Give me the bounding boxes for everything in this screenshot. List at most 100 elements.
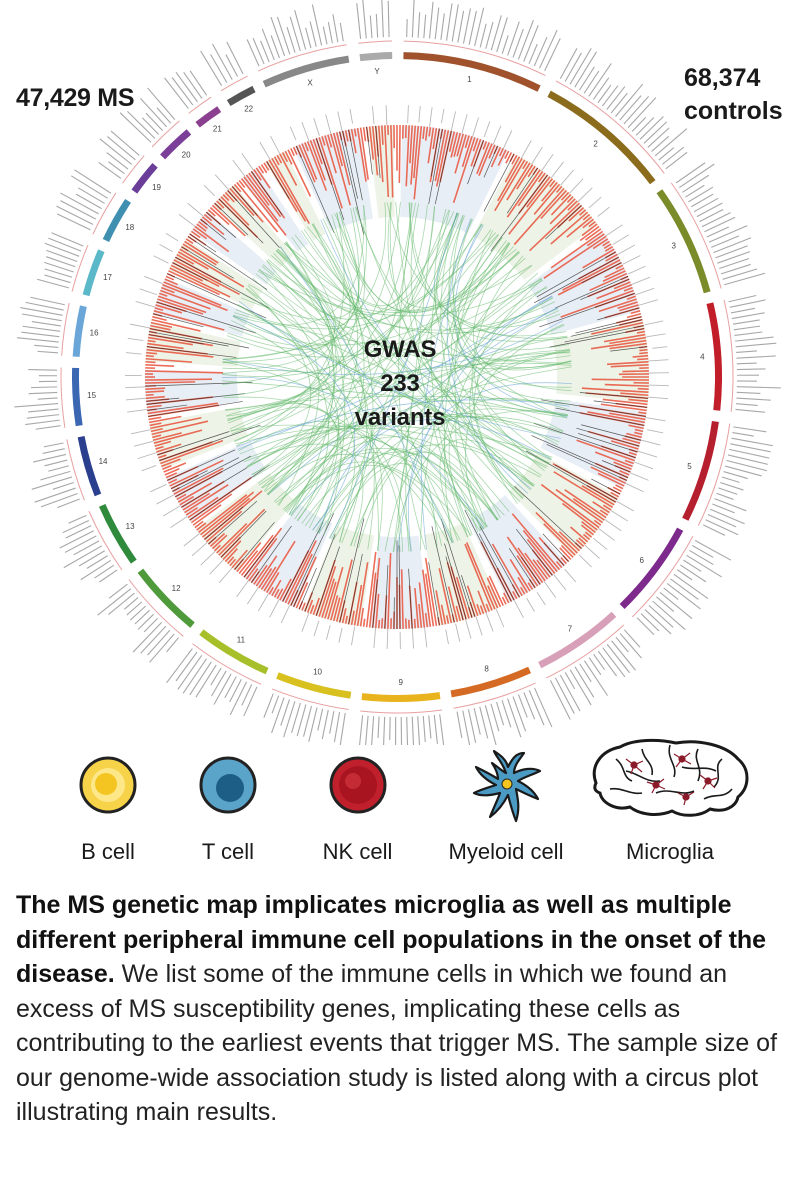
assoc-bar: [519, 586, 526, 595]
gene-bracket: [61, 302, 70, 356]
gene-label-mark: [484, 705, 497, 745]
assoc-bar: [620, 392, 649, 397]
snp-label-mark: [127, 337, 144, 342]
assoc-bar: [380, 618, 384, 629]
chromosome-label: X: [307, 79, 313, 88]
assoc-bar: [327, 134, 333, 148]
interaction-link: [267, 296, 553, 496]
assoc-bar: [506, 169, 541, 218]
assoc-bar: [194, 225, 230, 253]
gene-label-mark: [623, 629, 641, 648]
gene-label-mark: [48, 237, 82, 252]
interaction-link: [444, 349, 571, 532]
gene-label-mark: [126, 601, 143, 616]
gene-label-mark: [46, 256, 76, 268]
gene-label-mark: [261, 28, 275, 61]
gene-label-mark: [422, 715, 426, 743]
assoc-bar: [268, 586, 275, 595]
assoc-bar: [628, 398, 648, 403]
controls-count: 68,374: [684, 64, 761, 92]
assoc-bar: [560, 557, 567, 565]
assoc-bar: [255, 555, 278, 587]
gene-label-mark: [719, 257, 750, 270]
snp-label-mark: [652, 346, 668, 349]
assoc-bar: [263, 540, 296, 592]
gene-label-mark: [544, 38, 561, 71]
gene-label-mark: [727, 454, 768, 465]
assoc-bar: [211, 534, 228, 550]
assoc-bar: [486, 577, 502, 608]
gene-label-mark: [705, 519, 739, 536]
assoc-bar: [609, 342, 647, 350]
interaction-link: [303, 228, 521, 502]
gene-bracket: [670, 182, 722, 289]
snp-label-mark: [232, 159, 246, 178]
assoc-bar: [295, 582, 309, 609]
chromosome-3-arc: [656, 189, 711, 294]
assoc-bar: [233, 183, 242, 193]
assoc-black-line: [575, 316, 642, 334]
assoc-bar: [626, 295, 636, 300]
assoc-bar: [440, 604, 447, 625]
assoc-bar: [177, 251, 209, 270]
cell-microglia: Microglia: [586, 738, 754, 870]
assoc-bar: [497, 157, 523, 202]
assoc-bar: [227, 556, 235, 565]
assoc-bar: [623, 286, 633, 292]
assoc-bar: [168, 478, 178, 484]
assoc-bar: [179, 495, 195, 506]
gene-label-mark: [33, 453, 67, 463]
assoc-bar: [176, 493, 187, 501]
assoc-bar: [511, 513, 561, 571]
snp-label-mark: [536, 591, 546, 606]
gene-label-mark: [303, 705, 313, 737]
gene-bracket: [60, 367, 66, 428]
immune-cell-legend: B cell T cell NK cell Myeloid cell: [0, 738, 806, 870]
gene-label-mark: [656, 596, 675, 613]
gene-label-mark: [106, 152, 129, 170]
assoc-bar: [185, 238, 194, 245]
assoc-black-line: [298, 567, 317, 610]
gene-label-mark: [636, 617, 655, 635]
assoc-bar: [550, 194, 572, 216]
assoc-black-line: [146, 346, 237, 358]
interaction-link: [222, 380, 568, 416]
controls-sample-size: 68,374 controls: [684, 62, 794, 128]
assoc-bar: [173, 259, 240, 296]
interaction-link: [289, 306, 558, 516]
gene-label-mark: [52, 481, 74, 490]
assoc-black-line: [206, 211, 237, 238]
assoc-bar: [535, 512, 578, 554]
assoc-black-line: [147, 404, 188, 411]
gene-label-mark: [339, 22, 344, 42]
gene-label-mark: [166, 648, 193, 684]
assoc-bar: [461, 136, 473, 168]
gene-label-mark: [308, 707, 318, 742]
assoc-bar: [596, 284, 632, 300]
assoc-bar: [558, 531, 580, 552]
gene-label-mark: [606, 86, 626, 110]
assoc-bar: [309, 140, 326, 181]
gene-label-mark: [676, 569, 693, 581]
assoc-bar: [196, 223, 207, 232]
chromosome-14-arc: [77, 436, 102, 497]
gene-label-mark: [110, 130, 140, 156]
assoc-bar: [281, 152, 289, 163]
assoc-bar: [301, 602, 306, 611]
assoc-bar: [582, 213, 591, 221]
assoc-bar: [377, 619, 381, 629]
gene-label-mark: [80, 559, 112, 581]
gene-label-mark: [189, 70, 208, 96]
assoc-black-line: [214, 202, 249, 236]
gene-label-mark: [732, 431, 754, 437]
interaction-link: [234, 212, 345, 443]
figure-caption: The MS genetic map implicates microglia …: [16, 888, 791, 1130]
gene-label-mark: [291, 702, 301, 734]
assoc-bar: [576, 439, 635, 462]
assoc-bar: [562, 259, 621, 291]
interaction-link: [236, 399, 570, 448]
assoc-black-line: [181, 467, 248, 508]
assoc-black-line: [148, 334, 204, 345]
interaction-link: [266, 349, 570, 495]
assoc-bar: [209, 532, 226, 547]
